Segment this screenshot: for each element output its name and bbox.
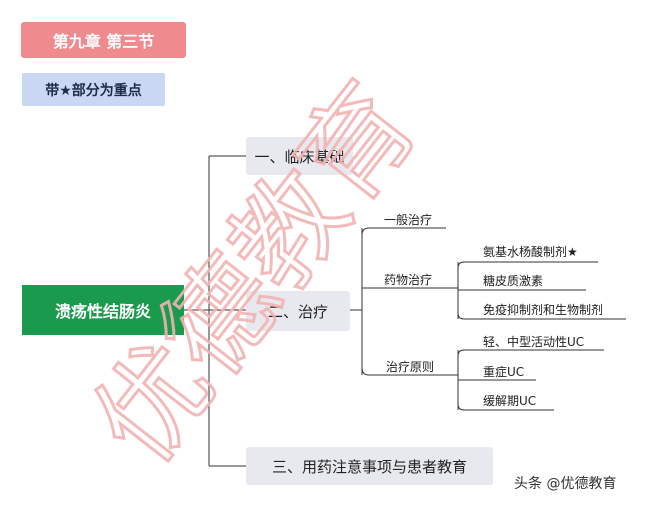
node-drug-treatment[interactable]: 药物治疗: [384, 273, 433, 287]
branch-medication-education[interactable]: 三、用药注意事项与患者教育: [246, 447, 493, 485]
keynote-label: 带★部分为重点: [22, 73, 165, 106]
footer-handle: @优德教育: [546, 476, 617, 492]
leaf-immunosuppressants-biologics[interactable]: 免疫抑制剂和生物制剂: [483, 303, 604, 317]
node-treatment-principles[interactable]: 治疗原则: [386, 360, 435, 374]
leaf-glucocorticoids[interactable]: 糖皮质激素: [483, 274, 544, 288]
branch-treatment[interactable]: 二、治疗: [246, 291, 350, 331]
root-node[interactable]: 溃疡性结肠炎: [22, 285, 184, 335]
leaf-severe-uc[interactable]: 重症UC: [483, 365, 525, 379]
node-general-treatment[interactable]: 一般治疗: [384, 213, 433, 227]
chapter-label: 第九章 第三节: [21, 22, 186, 58]
branch-clinical-basis[interactable]: 一、临床基础: [246, 137, 353, 175]
leaf-aminosalicylates[interactable]: 氨基水杨酸制剂★: [483, 245, 578, 259]
footer-attribution: 头条 @优德教育: [514, 473, 616, 493]
footer-prefix: 头条: [514, 476, 542, 492]
leaf-remission-uc[interactable]: 缓解期UC: [483, 394, 537, 408]
leaf-mild-moderate-uc[interactable]: 轻、中型活动性UC: [483, 335, 585, 349]
